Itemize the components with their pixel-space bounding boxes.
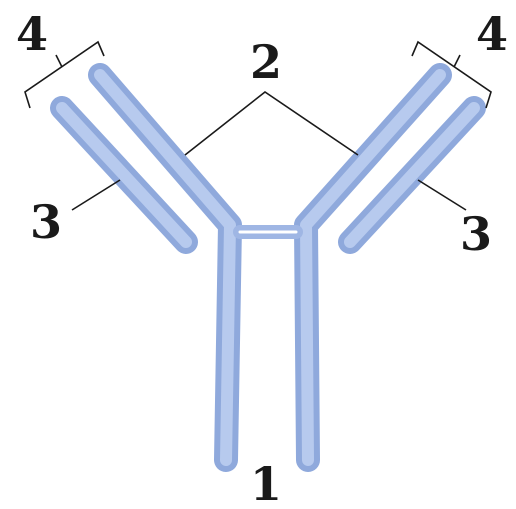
hinge-pointer-lines [184,91,359,156]
label-left-tip: 4 [16,7,48,61]
diagram-labels: 4 4 2 3 3 1 [16,7,508,509]
left-heavy-chain [88,63,242,472]
label-stem: 1 [250,457,282,509]
right-light-chain-pointer [417,179,467,211]
leader-lines [24,40,492,211]
label-left-light-chain: 3 [30,195,62,249]
label-hinge: 2 [250,35,282,89]
label-right-light-chain: 3 [460,207,492,261]
left-light-chain-pointer [71,179,121,211]
label-right-tip: 4 [476,7,508,61]
antibody-chains [50,63,486,472]
